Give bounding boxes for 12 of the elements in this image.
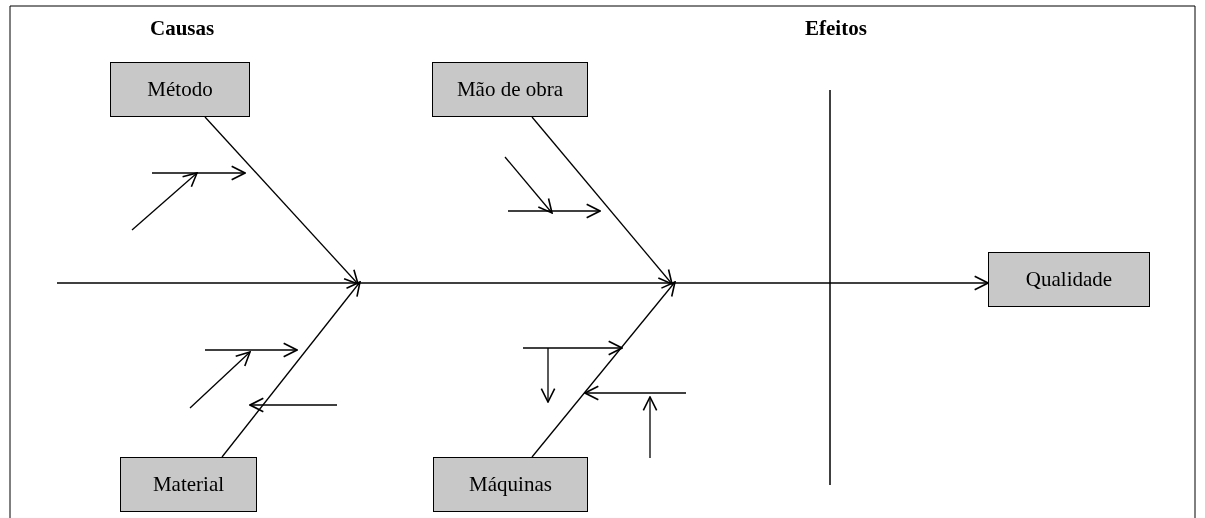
spine-arrow <box>56 275 989 291</box>
heading-label: Causas <box>150 16 215 41</box>
cause-box: Material <box>120 457 257 512</box>
cause-box: Método <box>110 62 250 117</box>
cause-box: Mão de obra <box>432 62 588 117</box>
bone-arrow <box>531 116 673 285</box>
bone-arrow <box>221 281 361 458</box>
effect-box: Qualidade <box>988 252 1150 307</box>
cause-box: Máquinas <box>433 457 588 512</box>
bone-arrow <box>531 281 676 458</box>
heading-label: Efeitos <box>805 16 867 41</box>
bone-arrow <box>204 116 359 285</box>
